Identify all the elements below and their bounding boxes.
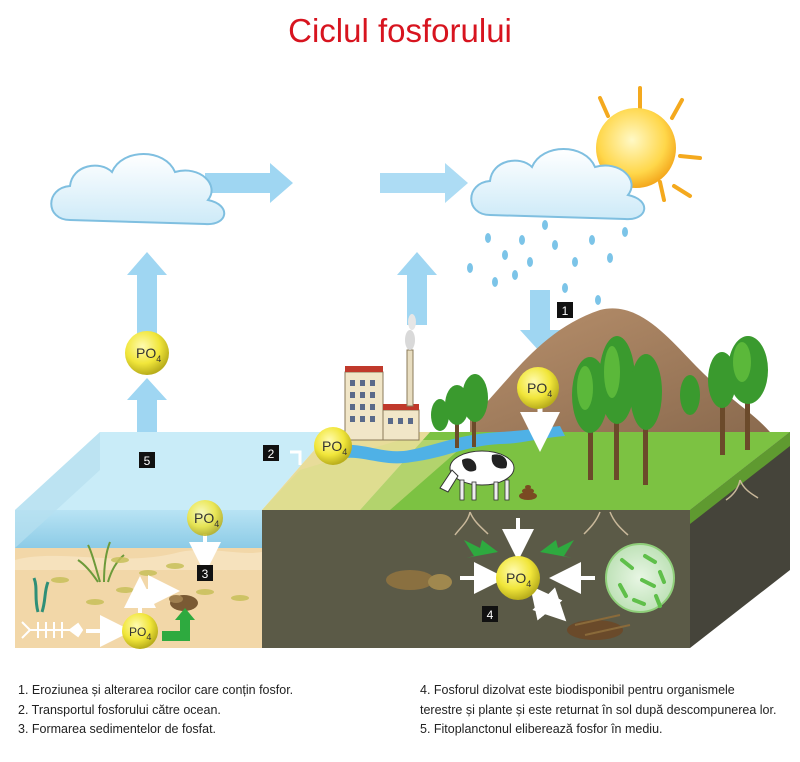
organic-matter-icon bbox=[386, 570, 631, 640]
po4-ball: PO4 bbox=[517, 367, 559, 409]
bacteria-icon bbox=[605, 543, 675, 613]
legend-item-1: 1. Eroziunea și alterarea rocilor care c… bbox=[18, 683, 294, 697]
badge-5: 5 bbox=[139, 452, 155, 468]
svg-text:PO4: PO4 bbox=[506, 570, 531, 589]
svg-text:PO4: PO4 bbox=[527, 380, 552, 399]
diagram-title: Ciclul fosforului bbox=[288, 12, 512, 49]
phosphorus-cycle-scene: PO4 PO4 PO4 PO4 PO4 PO4 1 2 3 4 5 bbox=[15, 86, 790, 649]
svg-text:4: 4 bbox=[487, 608, 494, 622]
legend-item-4-continued: terestre și plante și este returnat în s… bbox=[420, 702, 777, 717]
svg-text:3: 3 bbox=[202, 567, 209, 581]
badge-1: 1 bbox=[557, 302, 573, 318]
legend-left: 1. Eroziunea și alterarea rocilor care c… bbox=[18, 681, 293, 740]
land-block bbox=[262, 308, 790, 648]
factory-icon bbox=[344, 314, 420, 441]
svg-text:PO4: PO4 bbox=[194, 510, 219, 529]
cloud-left-icon bbox=[50, 153, 226, 226]
po4-ball: PO4 bbox=[125, 331, 169, 375]
sky-arrows bbox=[127, 163, 560, 455]
svg-text:1: 1 bbox=[562, 304, 569, 318]
svg-text:PO4: PO4 bbox=[322, 438, 347, 457]
badge-3: 3 bbox=[197, 565, 213, 581]
dung-icon bbox=[519, 485, 537, 500]
svg-text:2: 2 bbox=[268, 447, 275, 461]
po4-ball: PO4 bbox=[496, 556, 540, 600]
badge-2: 2 bbox=[263, 445, 279, 461]
cloud-right-icon bbox=[470, 148, 646, 221]
legend-right: 4. Fosforul dizolvat este biodisponibil … bbox=[420, 681, 776, 740]
legend-item-4: 4. Fosforul dizolvat este biodisponibil … bbox=[420, 683, 735, 697]
trees-icon bbox=[431, 336, 768, 485]
badge-4: 4 bbox=[482, 606, 498, 622]
svg-text:PO4: PO4 bbox=[136, 345, 161, 364]
legend-item-5: 5. Fitoplanctonul eliberează fosfor în m… bbox=[420, 722, 663, 736]
po4-ball: PO4 bbox=[314, 427, 352, 465]
legend-item-2: 2. Transportul fosforului către ocean. bbox=[18, 702, 221, 717]
po4-ball: PO4 bbox=[122, 613, 158, 649]
po4-ball: PO4 bbox=[187, 500, 223, 536]
legend-item-3: 3. Formarea sedimentelor de fosfat. bbox=[18, 722, 217, 736]
svg-text:5: 5 bbox=[144, 454, 151, 468]
fish-skeleton-icon bbox=[21, 621, 84, 639]
cow-icon bbox=[439, 450, 515, 501]
svg-text:PO4: PO4 bbox=[129, 625, 151, 642]
